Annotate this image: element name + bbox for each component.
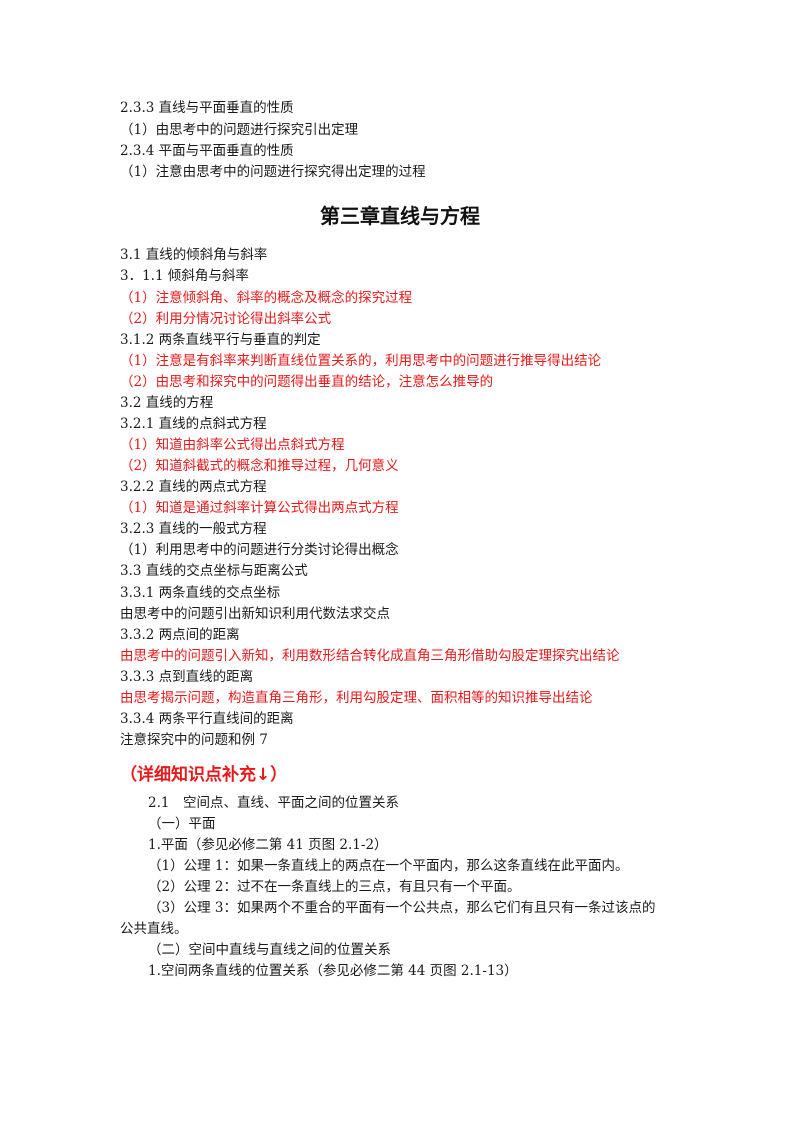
note-line: （1）利用思考中的问题进行分类讨论得出概念 [120,542,399,558]
note-line: 由思考中的问题引出新知识利用代数法求交点 [120,606,390,622]
section-heading-3-3-4: 3.3.4 两条平行直线间的距离 [120,711,294,727]
note-line: 注意探究中的问题和例 7 [120,732,268,748]
supplement-heading: （详细知识点补充↓） [120,765,288,785]
chapter-title: 第三章直线与方程 [320,204,480,228]
highlight-note: 由思考中的问题引入新知，利用数形结合转化成直角三角形借助勾股定理探究出结论 [120,648,620,664]
highlight-note: （1）注意倾斜角、斜率的概念及概念的探究过程 [120,290,413,306]
highlight-note: （2）由思考和探究中的问题得出垂直的结论，注意怎么推导的 [120,374,494,390]
supplement-axiom: （2）公理 2：过不在一条直线上的三点，有且只有一个平面。 [148,879,521,895]
highlight-note: （1）知道是通过斜率计算公式得出两点式方程 [120,500,399,516]
section-heading-3-2: 3.2 直线的方程 [120,395,214,411]
section-heading-3-1: 3.1 直线的倾斜角与斜率 [120,247,268,263]
section-heading-2-3-3: 2.3.3 直线与平面垂直的性质 [120,100,294,116]
supplement-section-heading: 2.1 空间点、直线、平面之间的位置关系 [148,795,399,811]
highlight-note: （2）利用分情况讨论得出斜率公式 [120,311,332,327]
supplement-axiom-continuation: 公共直线。 [120,921,188,937]
supplement-subheading: （一）平面 [148,816,216,832]
section-heading-3-2-2: 3.2.2 直线的两点式方程 [120,479,267,495]
supplement-subheading: （二）空间中直线与直线之间的位置关系 [148,942,391,958]
section-heading-3-1-1: 3．1.1 倾斜角与斜率 [120,268,249,284]
section-heading-3-1-2: 3.1.2 两条直线平行与垂直的判定 [120,332,321,348]
section-heading-3-2-3: 3.2.3 直线的一般式方程 [120,521,267,537]
section-heading-3-2-1: 3.2.1 直线的点斜式方程 [120,416,267,432]
supplement-axiom: （1）公理 1：如果一条直线上的两点在一个平面内，那么这条直线在此平面内。 [148,858,629,874]
section-heading-3-3-3: 3.3.3 点到直线的距离 [120,669,254,685]
supplement-item: 1.平面（参见必修二第 41 页图 2.1-2） [148,837,388,853]
highlight-note: （1）注意是有斜率来判断直线位置关系的，利用思考中的问题进行推导得出结论 [120,353,602,369]
highlight-note: （2）知道斜截式的概念和推导过程，几何意义 [120,458,399,474]
note-line: （1）注意由思考中的问题进行探究得出定理的过程 [120,164,426,180]
section-heading-2-3-4: 2.3.4 平面与平面垂直的性质 [120,143,294,159]
highlight-note: （1）知道由斜率公式得出点斜式方程 [120,437,345,453]
section-heading-3-3-2: 3.3.2 两点间的距离 [120,627,240,643]
section-heading-3-3: 3.3 直线的交点坐标与距离公式 [120,563,308,579]
section-heading-3-3-1: 3.3.1 两条直线的交点坐标 [120,585,281,601]
note-line: （1）由思考中的问题进行探究引出定理 [120,122,359,138]
supplement-item: 1.空间两条直线的位置关系（参见必修二第 44 页图 2.1-13） [148,963,518,979]
supplement-axiom: （3）公理 3：如果两个不重合的平面有一个公共点，那么它们有且只有一条过该点的 [148,900,656,916]
highlight-note: 由思考揭示问题，构造直角三角形，利用勾股定理、面积相等的知识推导出结论 [120,690,593,706]
